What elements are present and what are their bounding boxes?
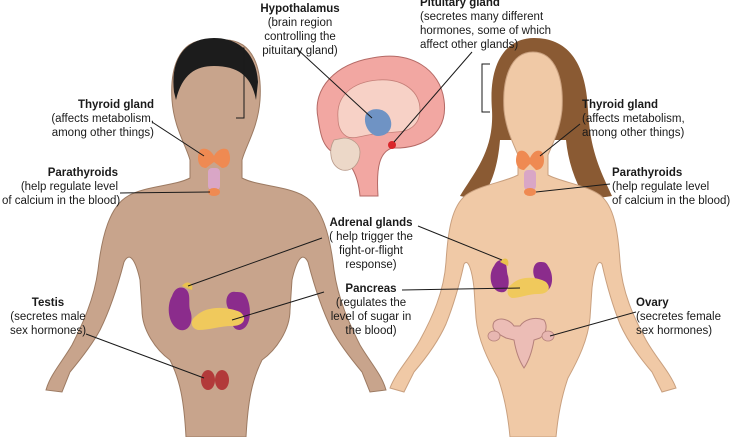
brain-inner xyxy=(337,79,421,139)
female-trachea xyxy=(524,170,536,190)
leader-adrenal-male xyxy=(187,237,323,287)
label-testis: Testis (secretes male sex hormones) xyxy=(6,296,90,338)
male-trachea xyxy=(208,168,220,190)
female-pancreas xyxy=(507,277,549,298)
male-thyroid xyxy=(198,148,230,168)
female-figure xyxy=(389,38,677,437)
male-body xyxy=(45,39,387,437)
male-testis-right xyxy=(215,370,229,390)
male-figure xyxy=(45,38,387,437)
female-ovary-left xyxy=(487,330,501,342)
leader-parathyroids-female xyxy=(535,183,611,193)
label-thyroid-female-title: Thyroid gland xyxy=(582,99,659,111)
brain-illustration xyxy=(316,55,446,197)
label-ovary: Ovary (secretes female sex hormones) xyxy=(636,296,730,338)
label-pituitary-title: Pituitary gland xyxy=(420,0,500,9)
pituitary-gland xyxy=(388,141,396,149)
label-parathyroids-male-title: Parathyroids xyxy=(47,167,118,179)
male-parathyroid xyxy=(208,188,220,196)
leader-ovary xyxy=(549,311,637,337)
female-body xyxy=(389,51,677,437)
leader-thyroid-female xyxy=(539,123,581,157)
label-hypothalamus-title: Hypothalamus xyxy=(260,3,340,15)
bracket-female xyxy=(481,63,490,113)
label-pituitary: Pituitary gland (secretes many different… xyxy=(420,0,580,52)
female-parathyroid xyxy=(524,188,536,196)
male-pancreas xyxy=(191,307,245,330)
label-adrenal: Adrenal glands ( help trigger the fight-… xyxy=(316,216,426,272)
male-hair xyxy=(173,38,258,100)
male-adrenal xyxy=(182,282,193,290)
leader-thyroid-male xyxy=(151,121,205,157)
label-thyroid-female: Thyroid gland (affects metabolism, among… xyxy=(582,98,722,140)
leader-pituitary xyxy=(393,51,473,143)
label-pancreas: Pancreas (regulates the level of sugar i… xyxy=(316,282,426,338)
label-parathyroids-female: Parathyroids (help regulate level of cal… xyxy=(612,167,731,207)
leader-adrenal-female xyxy=(417,225,503,261)
label-testis-title: Testis xyxy=(31,297,65,309)
label-thyroid-male: Thyroid gland (affects metabolism, among… xyxy=(20,98,154,140)
male-organs xyxy=(168,148,250,390)
female-ovary-right xyxy=(541,330,555,342)
label-parathyroids-female-title: Parathyroids xyxy=(612,167,683,179)
female-organs xyxy=(487,150,555,369)
leader-pancreas-female xyxy=(401,287,521,291)
leader-hypothalamus xyxy=(295,47,373,119)
label-parathyroids-male: Parathyroids (help regulate level of cal… xyxy=(2,167,121,207)
female-kidney-left xyxy=(490,260,509,293)
bracket-male xyxy=(236,47,245,119)
label-adrenal-title: Adrenal glands xyxy=(329,217,413,229)
male-kidney-left xyxy=(168,287,192,331)
leader-pancreas-male xyxy=(231,291,325,321)
hypothalamus-region xyxy=(364,109,392,136)
label-ovary-title: Ovary xyxy=(636,297,669,309)
leader-parathyroids-male xyxy=(119,191,211,194)
female-thyroid xyxy=(516,150,544,170)
female-adrenal xyxy=(500,258,509,266)
female-uterus xyxy=(492,317,547,369)
male-testis-left xyxy=(201,370,215,390)
label-pancreas-title: Pancreas xyxy=(345,283,397,295)
label-thyroid-male-title: Thyroid gland xyxy=(77,99,154,111)
cerebellum xyxy=(330,137,361,171)
label-hypothalamus: Hypothalamus (brain region controlling t… xyxy=(248,2,352,58)
leader-testis xyxy=(85,333,205,379)
